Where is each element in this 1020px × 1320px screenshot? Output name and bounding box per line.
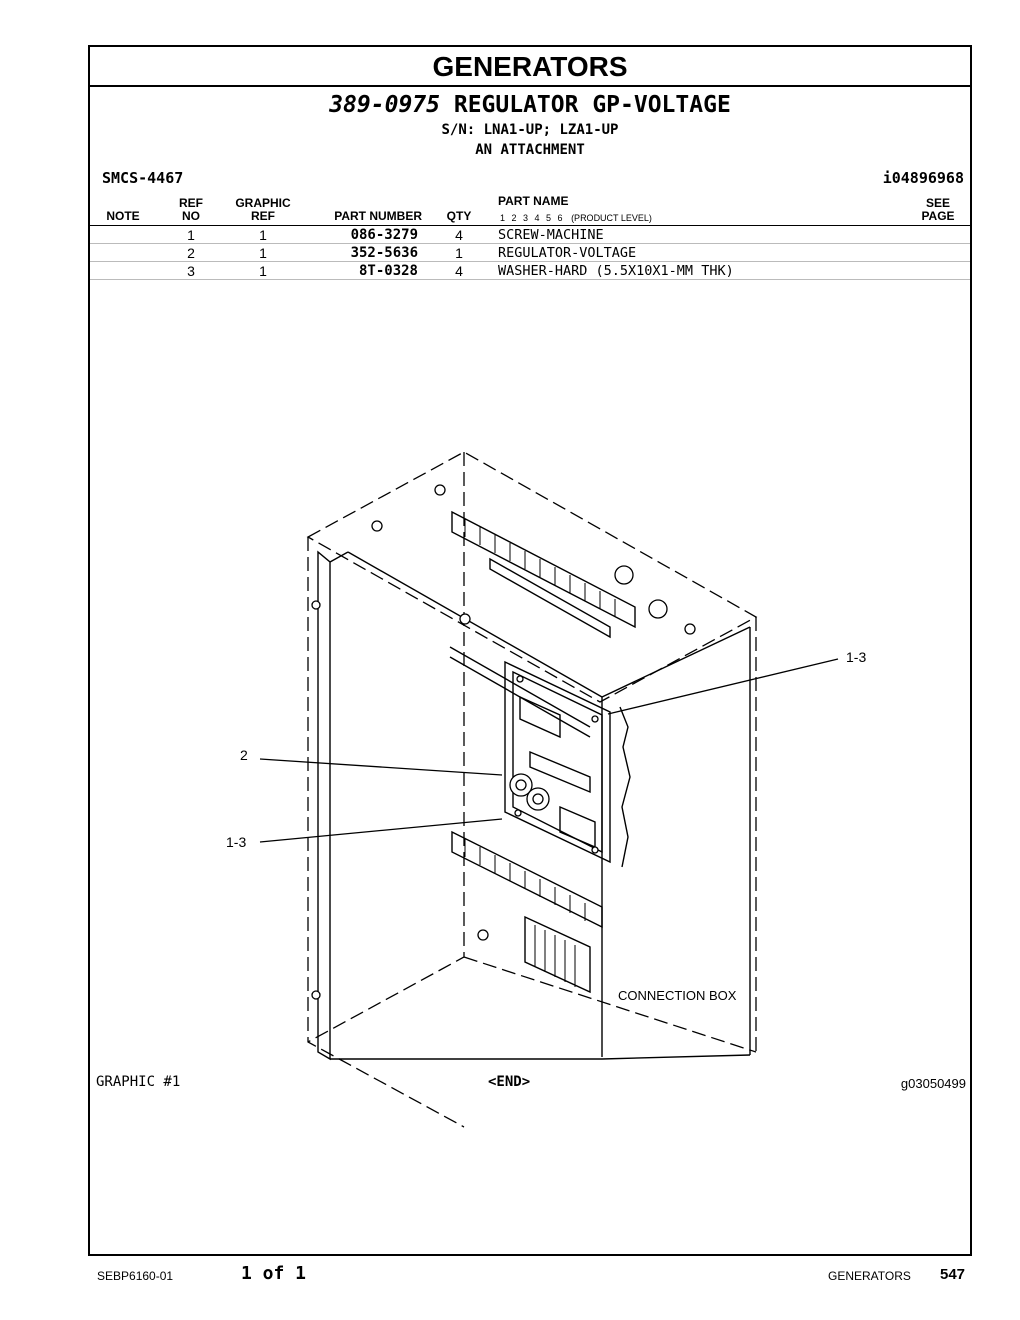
header-levels: 1 2 3 4 5 6 (PRODUCT LEVEL) (500, 213, 652, 223)
ref-no: 2 (187, 245, 195, 261)
header-graphic-bottom: REF (251, 209, 275, 223)
header-ref-top: REF (179, 196, 203, 210)
header-see-top: SEE (925, 196, 950, 210)
group-name: REGULATOR GP-VOLTAGE (453, 92, 731, 118)
header-divider (90, 225, 970, 226)
illustration-graphic: 1-3 2 1-3 CONNECTION BOX (226, 451, 866, 1128)
graphic-id: g03050499 (900, 1076, 966, 1091)
part-name: WASHER-HARD (5.5X10X1-MM THK) (498, 263, 734, 279)
footer-section: GENERATORS (828, 1269, 911, 1283)
ref-no: 1 (187, 227, 195, 243)
publication-number: SEBP6160-01 (97, 1269, 174, 1283)
row-divider (90, 261, 970, 262)
illustration-id: i04896968 (882, 169, 964, 187)
table-row: 1 1 086-3279 4 SCREW-MACHINE (90, 226, 970, 244)
part-number: 086-3279 (350, 227, 418, 243)
header-ref-bottom: NO (182, 209, 200, 223)
page-number: 547 (940, 1266, 966, 1283)
attachment-label: AN ATTACHMENT (475, 142, 585, 158)
connection-box-label: CONNECTION BOX (618, 988, 737, 1003)
graphic-label: GRAPHIC #1 (96, 1074, 181, 1090)
part-number: 8T-0328 (358, 263, 418, 279)
serial-numbers: S/N: LNA1-UP; LZA1-UP (441, 122, 619, 138)
table-row: 2 1 352-5636 1 REGULATOR-VOLTAGE (90, 244, 970, 262)
page-of: 1 of 1 (241, 1263, 307, 1284)
group-title: 389-0975 REGULATOR GP-VOLTAGE (90, 92, 970, 118)
qty: 1 (455, 245, 463, 261)
graphic-ref: 1 (259, 263, 267, 279)
product-level-label: (PRODUCT LEVEL) (571, 213, 652, 223)
callout-2: 2 (240, 747, 248, 763)
table-row: 3 1 8T-0328 4 WASHER-HARD (5.5X10X1-MM T… (90, 262, 970, 280)
smcs-code: SMCS-4467 (102, 169, 184, 187)
part-number: 352-5636 (350, 245, 418, 261)
header-see-bottom: PAGE (921, 209, 955, 223)
group-part-number: 389-0975 (329, 92, 440, 118)
header-qty: QTY (446, 209, 472, 223)
part-name: SCREW-MACHINE (498, 227, 604, 243)
header-graphic-top: GRAPHIC (235, 196, 291, 210)
graphic-ref: 1 (259, 245, 267, 261)
graphic-ref: 1 (259, 227, 267, 243)
row-divider (90, 243, 970, 244)
row-divider (90, 279, 970, 280)
header-part-number: PART NUMBER (334, 209, 422, 223)
header-part-name: PART NAME (498, 194, 569, 208)
ref-no: 3 (187, 263, 195, 279)
qty: 4 (455, 227, 463, 243)
page-frame: GENERATORS 389-0975 REGULATOR GP-VOLTAGE… (88, 45, 972, 1256)
section-title: GENERATORS (90, 47, 970, 87)
qty: 4 (455, 263, 463, 279)
header-note: NOTE (106, 209, 140, 223)
part-name: REGULATOR-VOLTAGE (498, 245, 637, 261)
level-numbers: 1 2 3 4 5 6 (500, 213, 563, 223)
callout-1-3-lower: 1-3 (226, 834, 246, 850)
end-marker: <END> (488, 1074, 531, 1090)
callout-1-3-upper: 1-3 (846, 649, 866, 665)
